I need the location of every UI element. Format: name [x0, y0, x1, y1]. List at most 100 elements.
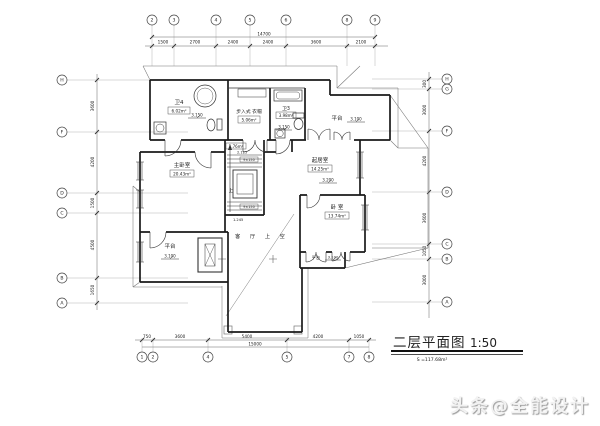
dim-bottom-3: 4200	[313, 334, 324, 339]
room-terrace-se-level: 3.100	[328, 255, 339, 260]
grid-right-2: F	[446, 129, 449, 135]
grid-top-2: 4	[215, 18, 218, 24]
room-bedroom-label: 卧 室	[331, 203, 344, 211]
fixtures	[153, 84, 305, 139]
grid-left-3: C	[60, 211, 63, 217]
room-terrace-sw-label: 平台	[164, 242, 176, 250]
room-bath3-area: 3.98m²	[279, 113, 294, 118]
dim-top-2: 2400	[228, 40, 239, 45]
level-marks	[161, 114, 365, 261]
room-bath3-label: 卫3	[282, 106, 290, 112]
grid-right-6: A	[445, 300, 449, 306]
hall-area: 1.76m²	[229, 144, 244, 149]
dim-bottom-total: 15000	[248, 342, 262, 347]
dim-left-0: 3600	[90, 100, 95, 111]
dimension-lines	[94, 34, 432, 348]
dim-bottom-4: 1050	[354, 334, 365, 339]
grid-bottom-2: 4	[207, 355, 210, 361]
grid-bubbles: 2 3 4 5 6 8 9 1 2 4 5 7 8 H F D C B A H …	[56, 14, 453, 363]
grid-bottom-5: 8	[368, 355, 371, 361]
room-terrace-sw-level: 3.100	[164, 254, 176, 259]
grid-left-5: A	[60, 301, 64, 307]
dim-bottom-1: 3600	[175, 334, 186, 339]
room-sitting-level: 3.200	[322, 178, 334, 183]
room-labels: 卫4 6.02m² 3.150 步入式 衣帽 5.06m² 卫3 3.98m² …	[164, 99, 362, 261]
grid-top-5: 8	[346, 18, 349, 24]
toilet2-icon	[292, 112, 305, 119]
room-terrace-ne-label: 平台	[331, 114, 343, 122]
grid-top-6: 9	[374, 18, 377, 24]
grid-right-5: B	[445, 257, 448, 263]
watermark-text: 头条@全能设计	[450, 396, 590, 417]
interior-detail	[197, 87, 305, 273]
grid-bottom-3: 5	[286, 355, 289, 361]
stair-note-bottom: 1.245	[233, 218, 243, 222]
room-sitting-label: 起居室	[312, 156, 329, 164]
door-swings	[149, 128, 351, 263]
stair-note-top: 2.125	[237, 151, 247, 155]
dim-top-0: 1500	[158, 40, 169, 45]
dim-left-2: 1500	[90, 197, 95, 208]
room-sitting-area: 14.25m²	[311, 166, 329, 171]
roof-eave-lines	[132, 65, 429, 339]
grid-left-2: D	[60, 191, 64, 197]
dim-right-3: 3600	[422, 212, 427, 223]
dim-top-5: 2100	[356, 40, 367, 45]
sink2-icon	[274, 128, 286, 139]
room-closet-label: 步入式 衣帽	[236, 108, 262, 115]
grid-left-4: B	[60, 276, 63, 282]
room-closet-area: 5.06m²	[241, 117, 256, 122]
bathtub-icon	[273, 89, 303, 102]
area-boxes	[167, 106, 350, 220]
dim-right-4: 1050	[422, 245, 427, 256]
dim-right-5: 3000	[422, 274, 427, 285]
grid-top-3: 5	[249, 18, 252, 24]
title-block: 二层平面图 1:50 S =117.68m²	[391, 335, 523, 363]
toilet-icon	[206, 118, 216, 132]
room-master-area: 20.43m²	[173, 171, 191, 176]
grid-lines	[67, 25, 442, 352]
dim-top-total: 14700	[257, 31, 271, 36]
dim-left-4: 1650	[90, 284, 95, 295]
dim-left-3: 4500	[90, 239, 95, 250]
dim-right-0: 300	[422, 80, 427, 88]
grid-bottom-0: 1	[141, 355, 144, 361]
dimension-text: 1500 2700 2400 2400 3600 2100 14700 750 …	[90, 31, 427, 346]
dim-top-1: 2700	[190, 40, 201, 45]
windows	[136, 151, 369, 263]
stair-flight-top: 9×150	[243, 158, 254, 162]
grid-right-0: H	[445, 77, 448, 83]
grid-left-1: F	[61, 130, 64, 136]
dim-top-3: 2400	[263, 40, 274, 45]
drawing-scale: 1:50	[470, 336, 497, 350]
room-bath4-area: 6.02m²	[171, 108, 186, 113]
dim-top-4: 3600	[311, 40, 322, 45]
grid-right-3: D	[445, 190, 449, 196]
sink-icon	[153, 121, 167, 135]
drawing-title: 二层平面图	[393, 335, 466, 351]
grid-top-4: 6	[285, 18, 288, 24]
dim-bottom-0: 750	[143, 334, 151, 339]
room-void-label: 客 厅 上 空	[235, 232, 289, 240]
dim-left-1: 4200	[90, 156, 95, 167]
drawing-area-note: S =117.68m²	[417, 357, 448, 363]
grid-right-1: G	[445, 87, 449, 93]
grid-right-4: C	[445, 242, 448, 248]
room-bath3-level: 3.150	[278, 125, 290, 130]
room-terrace-ne-level: 3.100	[350, 117, 362, 122]
walls	[139, 79, 391, 333]
grid-bottom-1: 2	[152, 355, 155, 361]
stair-flight-bottom: 9×150	[243, 205, 254, 209]
room-master-label: 主卧室	[174, 161, 191, 169]
dim-right-2: 4200	[422, 155, 427, 166]
stair-up-label: 上	[229, 187, 234, 194]
dim-bottom-2: 5400	[242, 334, 253, 339]
room-terrace-se-label: 平台	[312, 254, 320, 261]
room-bath4-label: 卫4	[175, 99, 185, 106]
round-tub-icon	[193, 84, 217, 108]
grid-top-1: 3	[173, 18, 176, 24]
grid-top-0: 2	[151, 18, 154, 24]
grid-bottom-4: 7	[348, 355, 351, 361]
